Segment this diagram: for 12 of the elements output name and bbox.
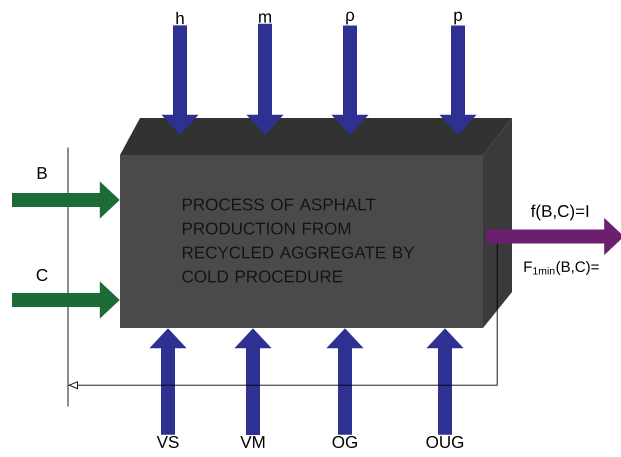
input-label: B (38, 167, 47, 179)
input-label: ρ (346, 12, 354, 24)
output-label: F$_{1min}$(B,C)= (524, 261, 599, 275)
input-label: C (36, 268, 48, 282)
input-label: OG (332, 436, 357, 448)
input-label: m (259, 13, 271, 23)
input-label: OUG (426, 436, 464, 448)
edge-label: f(B,C)=I (530, 204, 588, 220)
input-label: h (176, 12, 184, 24)
input-label: VM (240, 436, 264, 448)
input-label: p (454, 12, 462, 24)
input-label: VS (156, 436, 179, 448)
